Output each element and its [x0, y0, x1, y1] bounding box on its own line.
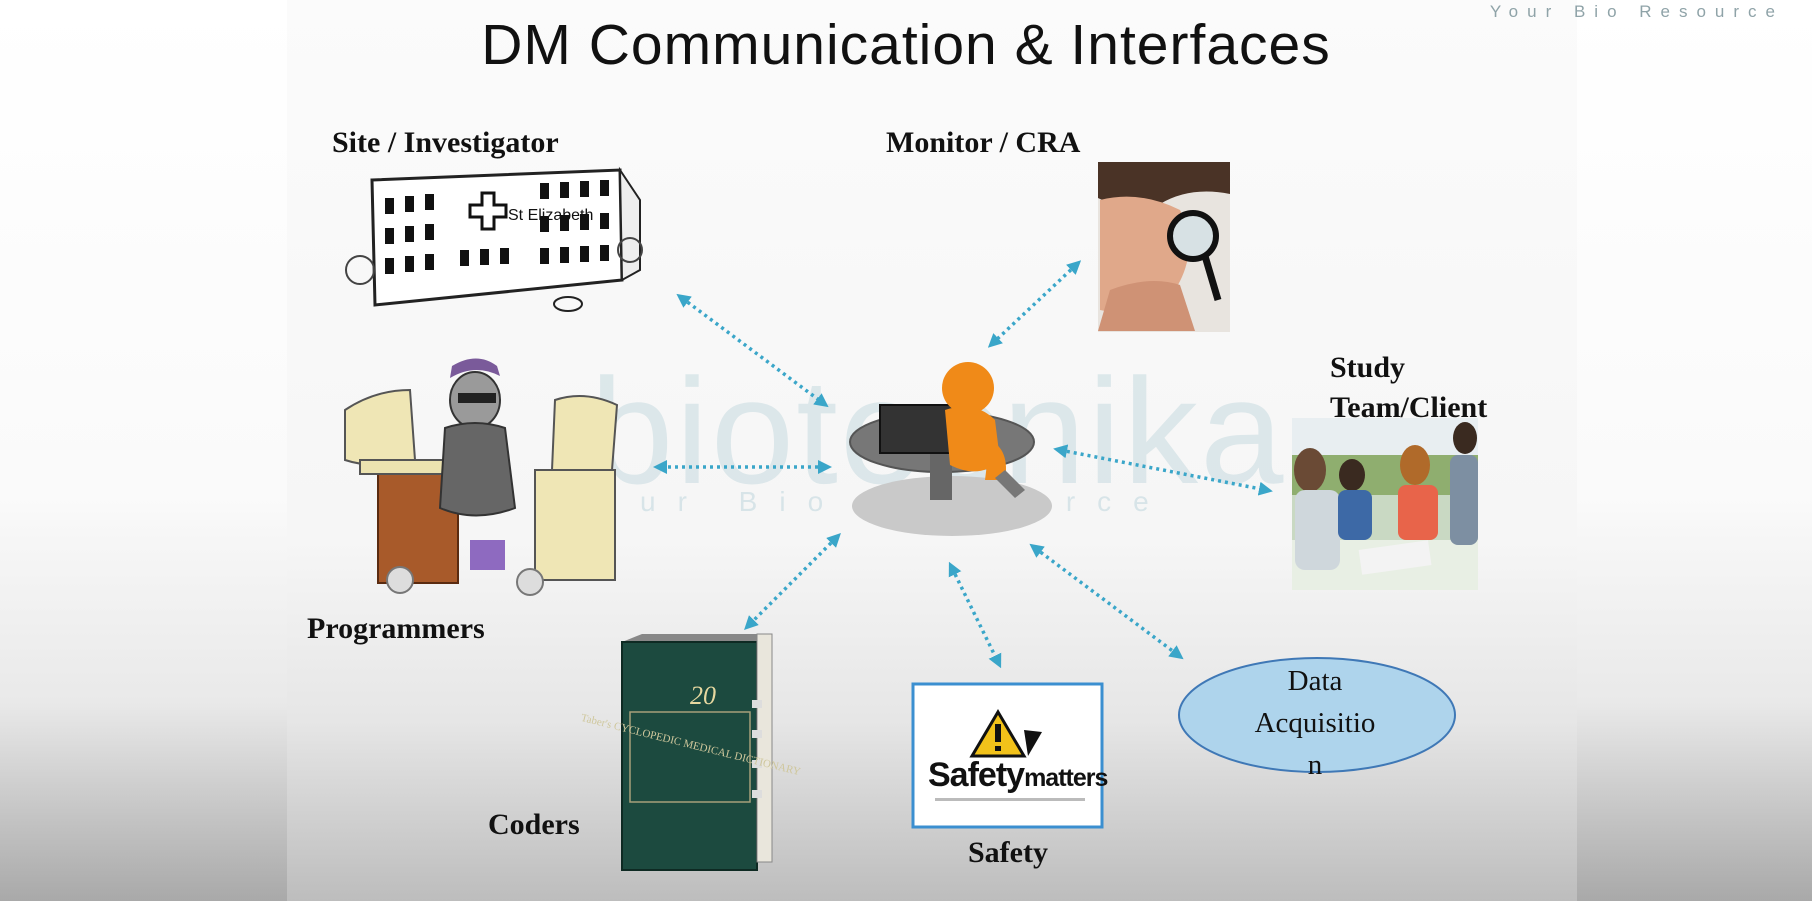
data-acquisition-label: Data Acquisitio n — [1185, 660, 1445, 786]
book-icon: 20 Taber's CYCLOPEDIC MEDICAL DICTIONARY — [580, 633, 802, 871]
group-photo-icon — [1292, 418, 1478, 590]
slide-title: DM Communication & Interfaces — [481, 13, 1331, 77]
magnifier-person-icon — [1098, 162, 1230, 332]
label-site-investigator: Site / Investigator — [332, 126, 559, 159]
label-study-team-line1: Study — [1330, 351, 1406, 384]
brand-tagline: Your Bio Resource — [1489, 2, 1784, 21]
central-person-icon — [849, 362, 1052, 536]
connector-arrows — [653, 260, 1273, 669]
book-number: 20 — [690, 681, 716, 710]
arrow-study — [1053, 444, 1273, 496]
arrow-coders — [744, 533, 841, 630]
safety-logo-main: Safety — [928, 756, 1025, 794]
data-acquisition-line2: Acquisitio — [1254, 707, 1376, 739]
label-coders: Coders — [488, 808, 580, 841]
data-acquisition-line3: n — [1307, 749, 1323, 781]
arrow-site — [676, 293, 829, 408]
arrow-monitor — [987, 260, 1082, 348]
label-study-team-line2: Team/Client — [1330, 391, 1488, 424]
label-programmers: Programmers — [307, 612, 485, 645]
label-monitor-cra: Monitor / CRA — [886, 126, 1081, 159]
data-acquisition-ellipse — [1178, 657, 1456, 773]
programmer-icon — [344, 358, 619, 596]
safety-logo-sub: matters — [1024, 764, 1108, 792]
hospital-sign: St Elizabeth — [508, 207, 593, 224]
data-acquisition-line1: Data — [1287, 665, 1343, 697]
label-safety: Safety — [968, 836, 1048, 869]
arrow-data-acquisition — [1029, 543, 1184, 660]
safety-sign-icon — [911, 682, 1104, 829]
hospital-icon: St Elizabeth — [345, 166, 643, 312]
arrow-safety — [948, 561, 1002, 669]
safety-logo-text: Safetymatters — [928, 756, 1108, 795]
